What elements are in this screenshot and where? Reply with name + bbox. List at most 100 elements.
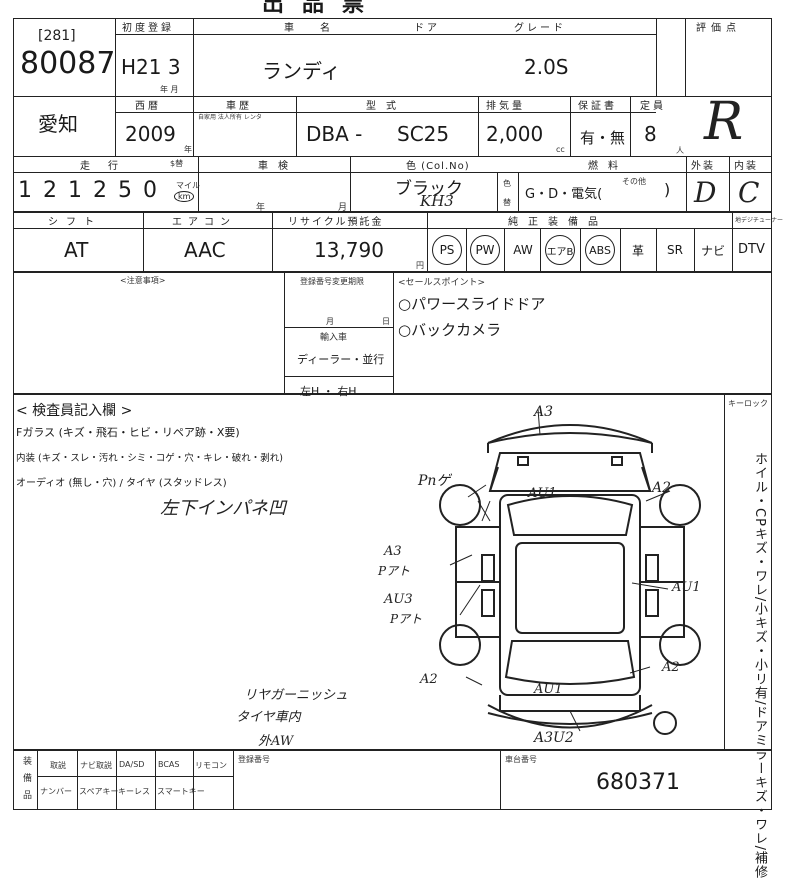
col-divider bbox=[497, 172, 498, 212]
displacement-value: 2,000 bbox=[486, 122, 544, 146]
fuel-value: G・D・電気( bbox=[525, 187, 603, 202]
inspector-line-glass: Fガラス (キズ・飛石・ヒビ・リペア跡・X要) bbox=[16, 426, 240, 439]
inspector-line-audio: オーディオ (無し・穴) / タイヤ (スタッドレス) bbox=[16, 478, 227, 489]
tv-value: DTV bbox=[738, 242, 765, 257]
col-divider bbox=[685, 18, 686, 96]
equipment-label: 純正装備品 bbox=[508, 217, 608, 228]
mileage-value: 1 2 1 2 5 0 bbox=[18, 178, 159, 203]
mark-a3-left-door: A3 bbox=[384, 544, 402, 559]
year-label: 西暦 bbox=[135, 101, 161, 112]
header-underline bbox=[115, 112, 656, 113]
mark-au1-right: AU1 bbox=[672, 580, 701, 595]
mark-a3-front: A3 bbox=[534, 404, 554, 420]
row-divider bbox=[13, 96, 772, 97]
col-divider bbox=[37, 750, 38, 810]
year-unit: 年 bbox=[184, 145, 192, 154]
aircon-value: AAC bbox=[184, 238, 226, 262]
equip-aw: AW bbox=[513, 243, 533, 257]
fuel-other: その他 bbox=[622, 177, 646, 186]
col-divider bbox=[580, 228, 581, 272]
car-name-label: 車名 bbox=[284, 23, 356, 34]
displacement-unit: cc bbox=[556, 145, 565, 154]
reg-no-label: 登録番号 bbox=[238, 755, 270, 764]
col-divider bbox=[296, 96, 297, 156]
mark-pnt-door: Pnゲ bbox=[418, 473, 451, 489]
footer-da-sd: DA/SD bbox=[119, 760, 145, 769]
col-divider bbox=[540, 228, 541, 272]
col-divider bbox=[694, 228, 695, 272]
col-divider bbox=[570, 96, 571, 156]
model-label: 型式 bbox=[366, 101, 406, 112]
first-reg-value: H21 3 bbox=[121, 55, 181, 79]
interior-label: 内装 bbox=[734, 161, 758, 172]
chassis-sub: 自家用 法人所有 レンタ bbox=[198, 114, 262, 121]
capacity-label: 定員 bbox=[640, 101, 666, 112]
footer-remote: リモコン bbox=[195, 761, 227, 770]
col-divider bbox=[350, 156, 351, 212]
equip-navi: ナビ bbox=[700, 243, 725, 258]
color-side-bottom: 替 bbox=[503, 198, 511, 207]
col-divider bbox=[233, 750, 234, 810]
col-divider bbox=[724, 394, 725, 750]
footer-bcas: BCAS bbox=[158, 760, 180, 769]
sales-item-1: ○パワースライドドア bbox=[398, 295, 546, 313]
warranty-value: 有・無 bbox=[580, 129, 626, 147]
reg-change-month: 月 bbox=[326, 317, 334, 326]
notes-frame bbox=[13, 272, 772, 394]
mark-pnt-left-1: Pアト bbox=[378, 564, 411, 578]
col-divider bbox=[478, 96, 479, 156]
equip-abs: ABS bbox=[585, 235, 615, 265]
lot-number: 80087 bbox=[20, 46, 116, 81]
header-underline bbox=[115, 34, 656, 35]
car-damage-diagram bbox=[439, 408, 701, 735]
mark-a3u2-rear: A3U2 bbox=[534, 730, 574, 746]
inspection-label: 車検 bbox=[258, 161, 298, 172]
row-divider bbox=[13, 156, 772, 157]
rear-note-1: リヤガーニッシュ bbox=[244, 688, 349, 703]
inspector-handwritten-note: 左下インパネ凹 bbox=[160, 498, 286, 519]
shift-value: AT bbox=[64, 238, 89, 262]
rear-note-2: タイヤ車内 bbox=[236, 710, 301, 725]
first-reg-unit: 年 月 bbox=[160, 85, 179, 94]
color-label: 色 (Col.No) bbox=[406, 161, 470, 172]
frame-no-value: 680371 bbox=[596, 770, 680, 795]
sales-item-2: ○バックカメラ bbox=[398, 321, 502, 339]
model-value: SC25 bbox=[397, 122, 450, 146]
col-divider bbox=[656, 18, 657, 96]
grade-label: グレード bbox=[514, 23, 566, 34]
col-divider bbox=[155, 750, 156, 810]
inspector-line-interior: 内装 (キズ・スレ・汚れ・シミ・コゲ・穴・キレ・破れ・剥れ) bbox=[16, 453, 283, 464]
first-reg-label: 初度登録 bbox=[122, 23, 174, 34]
mark-a2-rear-right: A2 bbox=[662, 660, 680, 675]
color-code: KH3 bbox=[420, 192, 454, 210]
col-divider bbox=[116, 750, 117, 810]
fuel-label: 燃料 bbox=[588, 161, 628, 172]
col-divider bbox=[686, 156, 687, 212]
col-divider bbox=[284, 272, 285, 394]
footer-keyless: キーレス bbox=[118, 787, 150, 796]
inspector-label: < 検査員記入欄 > bbox=[16, 403, 133, 419]
displacement-label: 排気量 bbox=[486, 101, 525, 112]
year-value: 2009 bbox=[125, 122, 176, 146]
col-divider bbox=[393, 272, 394, 394]
mileage-unit-mile: マイル bbox=[176, 181, 200, 190]
reg-change-day: 日 bbox=[382, 317, 390, 326]
reg-change-label: 登録番号変更期限 bbox=[300, 277, 364, 286]
frame-no-label: 車台番号 bbox=[505, 755, 537, 764]
grade-value: 2.0S bbox=[524, 55, 569, 79]
mileage-label: 走行 bbox=[80, 161, 136, 172]
interior-value: C bbox=[738, 176, 760, 209]
col-divider bbox=[656, 228, 657, 272]
import-label: 輸入車 bbox=[320, 333, 348, 343]
color-side-top: 色 bbox=[503, 179, 511, 188]
footer-smart-key: スマートキー bbox=[157, 787, 205, 796]
inspection-year: 年 bbox=[256, 203, 266, 213]
footer-navi-manual: ナビ取説 bbox=[80, 761, 112, 770]
header-underline bbox=[13, 172, 772, 173]
row-divider bbox=[284, 376, 393, 377]
col-divider bbox=[115, 18, 116, 156]
row-divider bbox=[37, 776, 233, 777]
mileage-meter: $替 bbox=[170, 159, 184, 168]
capacity-unit: 人 bbox=[676, 146, 684, 155]
mark-au3-left: AU3 bbox=[384, 592, 413, 607]
